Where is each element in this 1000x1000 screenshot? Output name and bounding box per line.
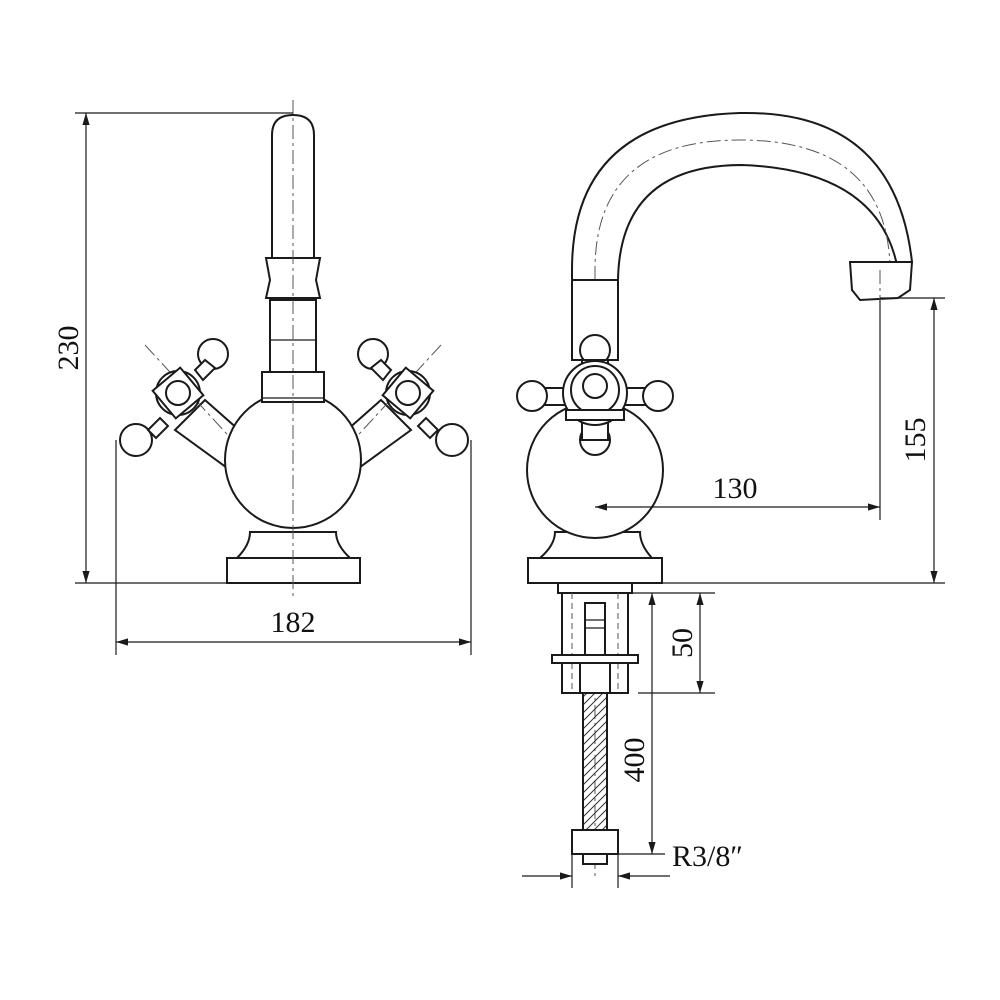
hose-length-label: 400 xyxy=(618,738,651,783)
spout-height-label: 155 xyxy=(899,418,932,463)
side-view: 130 155 50 400 R3/8″ xyxy=(516,111,945,888)
side-hose-nut xyxy=(571,829,619,855)
shank-length-label: 50 xyxy=(666,628,699,658)
overall-height-label: 230 xyxy=(52,326,85,371)
side-spout-aerator xyxy=(848,261,914,302)
side-flexible-hose xyxy=(582,692,608,834)
side-base-plate xyxy=(527,557,663,584)
spout-reach-label: 130 xyxy=(713,472,758,505)
front-view: 230 182 xyxy=(52,100,472,655)
side-spout-curve xyxy=(571,111,914,331)
side-cross-handle xyxy=(516,334,674,456)
connection-thread-label: R3/8″ xyxy=(672,840,743,873)
side-shank xyxy=(551,582,639,694)
overall-width-label: 182 xyxy=(271,606,316,639)
